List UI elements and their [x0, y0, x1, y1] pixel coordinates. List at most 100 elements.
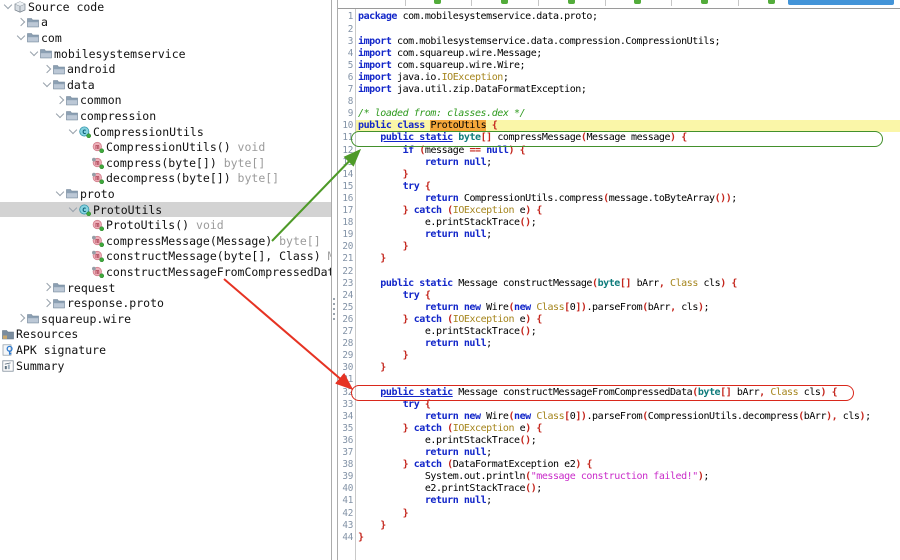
code-line-11[interactable]: public static byte[] compressMessage(Mes…: [358, 132, 687, 144]
code-line-16[interactable]: return CompressionUtils.compress(message…: [358, 193, 737, 205]
code-token: 0: [569, 301, 576, 313]
chevron-expanded-icon[interactable]: [15, 32, 27, 44]
code-token: }: [402, 507, 409, 519]
method-static-icon: m: [92, 172, 105, 185]
chevron-expanded-icon[interactable]: [67, 204, 79, 216]
code-line-23[interactable]: public static Message constructMessage(b…: [358, 278, 737, 290]
code-token: }: [402, 313, 409, 325]
tree-item-apk-signature[interactable]: APK signature: [0, 342, 331, 358]
code-line-35[interactable]: } catch (IOException e) {: [358, 423, 543, 435]
tree-item-proto[interactable]: proto: [0, 186, 331, 202]
code-line-40[interactable]: e2.printStackTrace();: [358, 483, 542, 495]
code-line-7[interactable]: import java.util.zip.DataFormatException…: [358, 84, 587, 96]
code-line-17[interactable]: } catch (IOException e) {: [358, 205, 543, 217]
code-line-12[interactable]: if (message == null) {: [358, 145, 526, 157]
code-line-14[interactable]: }: [358, 169, 409, 181]
code-line-29[interactable]: }: [358, 350, 409, 362]
code-line-21[interactable]: }: [358, 253, 386, 265]
code-line-18[interactable]: e.printStackTrace();: [358, 217, 537, 229]
code-line-43[interactable]: }: [358, 520, 386, 532]
folder-icon: [66, 110, 79, 121]
code-token: [358, 447, 425, 458]
code-token: {: [536, 313, 542, 325]
code-line-36[interactable]: e.printStackTrace();: [358, 435, 537, 447]
tree-item-compression[interactable]: compression: [0, 108, 331, 124]
chevron-expanded-icon[interactable]: [54, 188, 66, 200]
chevron-expanded-icon[interactable]: [2, 1, 14, 13]
code-line-44[interactable]: }: [358, 532, 364, 544]
tree-item-common[interactable]: common: [0, 93, 331, 109]
tree-item-mobilesystemservice[interactable]: mobilesystemservice: [0, 46, 331, 62]
code-line-15[interactable]: try {: [358, 181, 431, 193]
tree-item-request[interactable]: request: [0, 280, 331, 296]
tree-indent: [2, 22, 15, 23]
code-token: Wire: [480, 301, 509, 313]
chevron-expanded-icon[interactable]: [54, 110, 66, 122]
chevron-collapsed-icon[interactable]: [41, 297, 53, 309]
code-line-41[interactable]: return null;: [358, 495, 492, 507]
tree-item-type: void: [189, 218, 224, 233]
chevron-expanded-icon[interactable]: [41, 79, 53, 91]
code-token: }: [402, 205, 409, 217]
code-line-37[interactable]: return null;: [358, 447, 492, 459]
code-line-20[interactable]: }: [358, 241, 409, 253]
line-number: 9: [347, 108, 354, 120]
code-line-19[interactable]: return null;: [358, 229, 492, 241]
tree-item-android[interactable]: android: [0, 61, 331, 77]
tree-item-response-proto[interactable]: response.proto: [0, 295, 331, 311]
code-line-42[interactable]: }: [358, 507, 409, 520]
tree-item-a[interactable]: a: [0, 15, 331, 31]
chevron-collapsed-icon[interactable]: [41, 63, 53, 75]
tree-item-data[interactable]: data: [0, 77, 331, 93]
code-line-28[interactable]: return null;: [358, 338, 492, 350]
chevron-expanded-icon[interactable]: [67, 126, 79, 138]
code-line-39[interactable]: System.out.println("message construction…: [358, 471, 710, 483]
tree-item-summary[interactable]: Summary: [0, 358, 331, 374]
code-token: ;: [536, 483, 542, 495]
code-token: [358, 278, 380, 289]
code-line-27[interactable]: e.printStackTrace();: [358, 326, 537, 338]
code-line-4[interactable]: import com.squareup.wire.Message;: [358, 48, 542, 60]
tree-item-com[interactable]: com: [0, 30, 331, 46]
folder-icon: [53, 79, 66, 90]
code-line-26[interactable]: } catch (IOException e) {: [358, 313, 543, 326]
code-token: ): [859, 410, 866, 422]
code-line-13[interactable]: return null;: [358, 157, 492, 169]
code-line-25[interactable]: return new Wire(new Class[0]).parseFrom(…: [358, 301, 710, 314]
code-line-24[interactable]: try {: [358, 290, 431, 302]
code-token: cls: [798, 386, 821, 398]
code-line-32[interactable]: public static Message constructMessageFr…: [358, 387, 837, 399]
chevron-collapsed-icon[interactable]: [54, 94, 66, 106]
code-line-3[interactable]: import com.mobilesystemservice.data.comp…: [358, 36, 721, 48]
code-token: ;: [486, 495, 492, 507]
code-line-6[interactable]: import java.io.IOException;: [358, 72, 509, 84]
active-tab-indicator[interactable]: [788, 0, 894, 5]
panel-splitter-handle[interactable]: [333, 298, 335, 320]
tree-item-label: ProtoUtils: [93, 202, 163, 217]
code-line-30[interactable]: }: [358, 362, 386, 374]
tree-item-source-code[interactable]: Source code: [0, 0, 331, 15]
code-line-34[interactable]: return new Wire(new Class[0]).parseFrom(…: [358, 411, 871, 423]
chevron-collapsed-icon[interactable]: [15, 16, 27, 28]
code-line-9[interactable]: /* loaded from: classes.dex */: [358, 108, 526, 120]
code-line-38[interactable]: } catch (DataFormatException e2) {: [358, 459, 593, 471]
code-line-10[interactable]: public class ProtoUtils {: [358, 120, 498, 132]
chevron-collapsed-icon[interactable]: [41, 282, 53, 294]
tree-item-resources[interactable]: Resources: [0, 327, 331, 343]
code-token: return null: [424, 447, 487, 459]
chevron-collapsed-icon[interactable]: [15, 313, 27, 325]
chevron-expanded-icon[interactable]: [28, 48, 40, 60]
code-line-5[interactable]: import com.squareup.wire.Wire;: [358, 60, 526, 72]
tree-item-squareup-wire[interactable]: squareup.wire: [0, 311, 331, 327]
code-line-33[interactable]: try {: [358, 399, 431, 411]
code-line-1[interactable]: package com.mobilesystemservice.data.pro…: [358, 11, 598, 23]
